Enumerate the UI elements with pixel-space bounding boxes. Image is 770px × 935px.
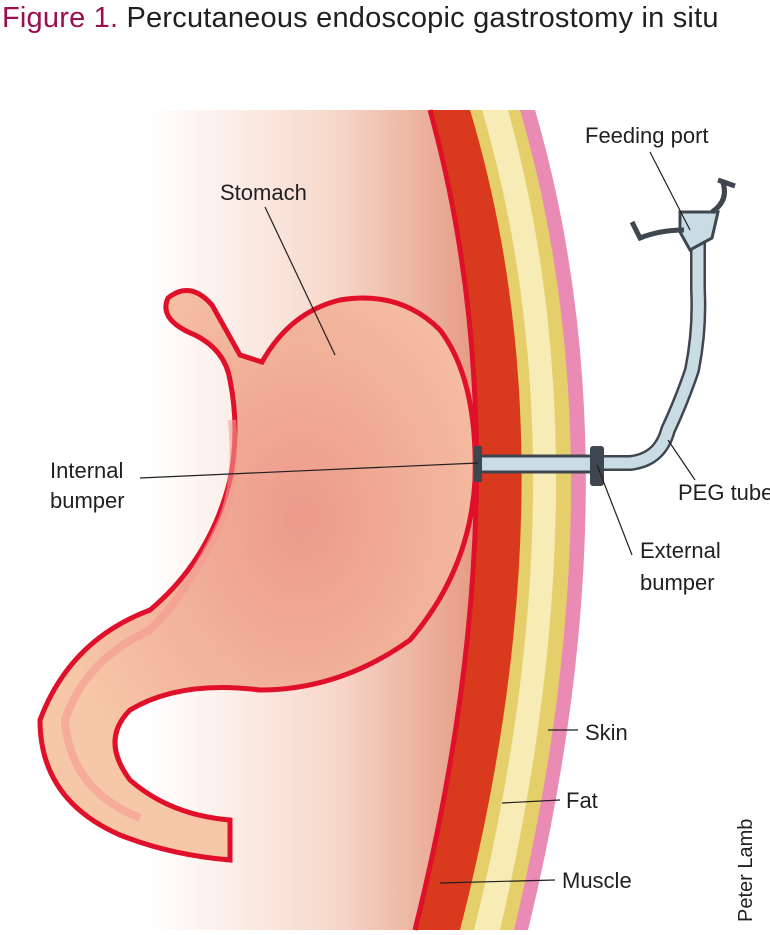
port-cap-right: [710, 177, 736, 215]
figure-title: Figure 1. Percutaneous endoscopic gastro…: [2, 0, 767, 36]
feeding-port: [678, 210, 720, 253]
label-skin: Skin: [585, 720, 628, 745]
label-internal-bumper-line2: bumper: [50, 488, 125, 513]
stomach: [37, 288, 478, 863]
label-muscle: Muscle: [562, 868, 632, 893]
stomach-inner-wall: [60, 419, 238, 822]
label-external-bumper-line2: bumper: [640, 570, 715, 595]
leader-lines: [139, 151, 696, 884]
label-internal-bumper-line1: Internal: [50, 458, 123, 483]
skin-layer: [512, 110, 586, 930]
figure-title-text: Percutaneous endoscopic gastrostomy in s…: [126, 2, 719, 34]
internal-bumper: [474, 446, 482, 482]
label-stomach: Stomach: [220, 180, 307, 205]
label-peg-tube: PEG tube: [678, 480, 770, 505]
label-feeding-port: Feeding port: [585, 123, 709, 148]
tube-through-wall: [478, 454, 600, 474]
label-fat: Fat: [566, 788, 598, 813]
port-cap-left: [629, 220, 685, 242]
artist-credit: Peter Lamb: [735, 819, 757, 922]
fat-highlight: [474, 110, 557, 930]
muscle-layer: [415, 110, 522, 930]
peg-tube: [598, 232, 707, 471]
figure-label: Figure 1.: [2, 2, 119, 34]
peg-tube-fill: [598, 232, 704, 469]
label-external-bumper-line1: External: [640, 538, 721, 563]
